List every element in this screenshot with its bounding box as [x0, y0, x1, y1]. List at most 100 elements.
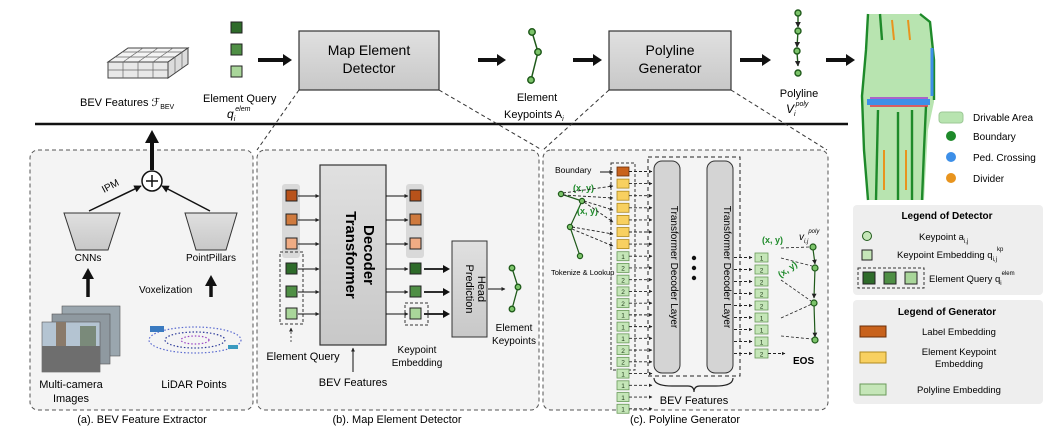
prediction-head-label-2: Head [475, 276, 487, 302]
element-query-symbol: qielem [227, 106, 251, 123]
legend-polyline-embedding-text: Polyline Embedding [917, 385, 1001, 396]
top-arrow-2 [478, 54, 506, 66]
svg-text:2: 2 [760, 267, 764, 274]
keypoint-embedding-token [616, 214, 630, 225]
map-legend-boundary: Boundary [973, 132, 1016, 143]
cnns-trapezoid [63, 212, 121, 251]
plus-icon [141, 170, 163, 192]
boundary-label: Boundary [555, 165, 592, 175]
svg-text:1: 1 [621, 371, 625, 378]
arrow-lidar-up [205, 275, 217, 297]
keypoint-embedding-token [616, 178, 630, 189]
output-polyline-glyph [809, 243, 819, 344]
element-keypoints-glyph [527, 28, 542, 84]
legend-kp-embed-text-2: Embedding [935, 359, 983, 370]
output-polyline-token: 1 [734, 336, 769, 347]
polyline-generator-title-1: Polyline [645, 42, 694, 58]
keypoint-embedding-token [616, 190, 630, 201]
out-vpoly-label: vi,jpoly [799, 229, 820, 245]
arrow-cam-up [82, 268, 94, 297]
svg-text:1: 1 [621, 407, 625, 414]
label-embedding-token [616, 166, 630, 177]
legend-element-query-label: Element Query qielem [929, 271, 1015, 287]
svg-text:1: 1 [621, 336, 625, 343]
svg-text:2: 2 [760, 351, 764, 358]
svg-text:1: 1 [760, 327, 764, 334]
element-keypoints-label-2: Keypoints Ai [504, 109, 564, 123]
panel-b-caption: (b). Map Element Detector [333, 414, 462, 426]
polyline-embedding-token: 2 [616, 286, 630, 297]
polyline-embedding-token: 2 [616, 356, 630, 367]
svg-text:2: 2 [621, 289, 625, 296]
keypoint-embedding-box [404, 302, 429, 326]
polyline-embedding-token: 1 [616, 380, 630, 391]
svg-text:2: 2 [760, 291, 764, 298]
polyline-embedding-token: 1 [616, 392, 630, 402]
zoom-connectors [256, 89, 828, 151]
bev-features-label: BEV Features ℱBEV [80, 97, 175, 111]
svg-text:1: 1 [760, 315, 764, 322]
element-query-label: Element Query [203, 93, 277, 105]
map-element-detector-title-2: Detector [343, 60, 396, 76]
voxelization-label: Voxelization [139, 285, 192, 296]
polyline-generator-box [608, 30, 732, 91]
polyline-embedding-token: 1 [616, 321, 630, 332]
output-polyline-token: 1 [734, 312, 769, 323]
camera-images [41, 305, 121, 373]
element-keypoints-b-label-1: Element [496, 323, 533, 334]
out-xy-label: (x, y) [762, 235, 783, 245]
svg-text:2: 2 [621, 301, 625, 308]
prediction-head-label-1: Prediction [463, 265, 475, 314]
svg-text:1: 1 [760, 255, 764, 262]
polyline-generator-title-2: Generator [638, 60, 701, 76]
polyline-embedding-token: 2 [616, 345, 630, 355]
legend-query-group [857, 267, 925, 289]
xy-label-1: (x, y) [573, 183, 594, 193]
tokenize-label: Tokenize & Lookup [551, 268, 614, 277]
svg-text:1: 1 [621, 313, 625, 320]
polyline-embedding-token: 1 [616, 251, 630, 262]
polyline-label: Polyline [780, 88, 819, 100]
legend-polyline-embedding-icon [859, 383, 887, 396]
legend-label-embedding-text: Label Embedding [922, 327, 996, 338]
keypoints-glyph-b [508, 264, 522, 313]
top-arrow-4 [740, 54, 771, 66]
legend-kp-embed-icon [859, 351, 887, 364]
transformer-decoder-box [319, 164, 387, 346]
output-polyline-token: 2 [734, 288, 769, 299]
bev-features-b-label: BEV Features [319, 377, 388, 389]
legend-kp-embed-text-1: Element Keypoint [922, 347, 997, 358]
top-arrow-5 [826, 54, 855, 66]
svg-text:2: 2 [621, 348, 625, 355]
map-element-detector-title-1: Map Element [328, 42, 411, 58]
camera-label-1: Multi-camera [39, 379, 103, 391]
svg-text:2: 2 [621, 360, 625, 367]
bev-feature-cube [106, 47, 190, 79]
pointpillars-trapezoid [184, 212, 238, 251]
cnns-label: CNNs [75, 253, 102, 264]
keypoint-embedding-label-2: Embedding [392, 358, 443, 369]
input-embeddings [285, 189, 298, 320]
query-group-box [279, 251, 304, 325]
polyline-embedding-token: 2 [616, 298, 630, 309]
keypoint-embedding-token [616, 239, 630, 250]
prediction-head-box [451, 240, 488, 338]
output-polyline-token: 2 [734, 264, 769, 275]
output-polyline-token: 2 [734, 276, 769, 287]
camera-label-2: Images [53, 393, 90, 405]
to-prediction-arrows [424, 265, 450, 318]
map-legend: Drivable Area Boundary Ped. Crossing Div… [938, 111, 1036, 185]
transformer-decoder-label-2: Decoder [360, 225, 377, 285]
bev-brace [653, 377, 734, 393]
transformer-layer-2-label: Transformer Decoder Layer [721, 206, 732, 329]
token-arrows [629, 169, 653, 411]
top-arrow-3 [573, 54, 602, 66]
lidar-label: LiDAR Points [161, 379, 227, 391]
polyline-symbol: Vipoly [786, 101, 809, 118]
transformer-layer-2 [706, 160, 734, 374]
svg-text:1: 1 [621, 254, 625, 261]
transformer-layer-1-label: Transformer Decoder Layer [668, 206, 679, 329]
